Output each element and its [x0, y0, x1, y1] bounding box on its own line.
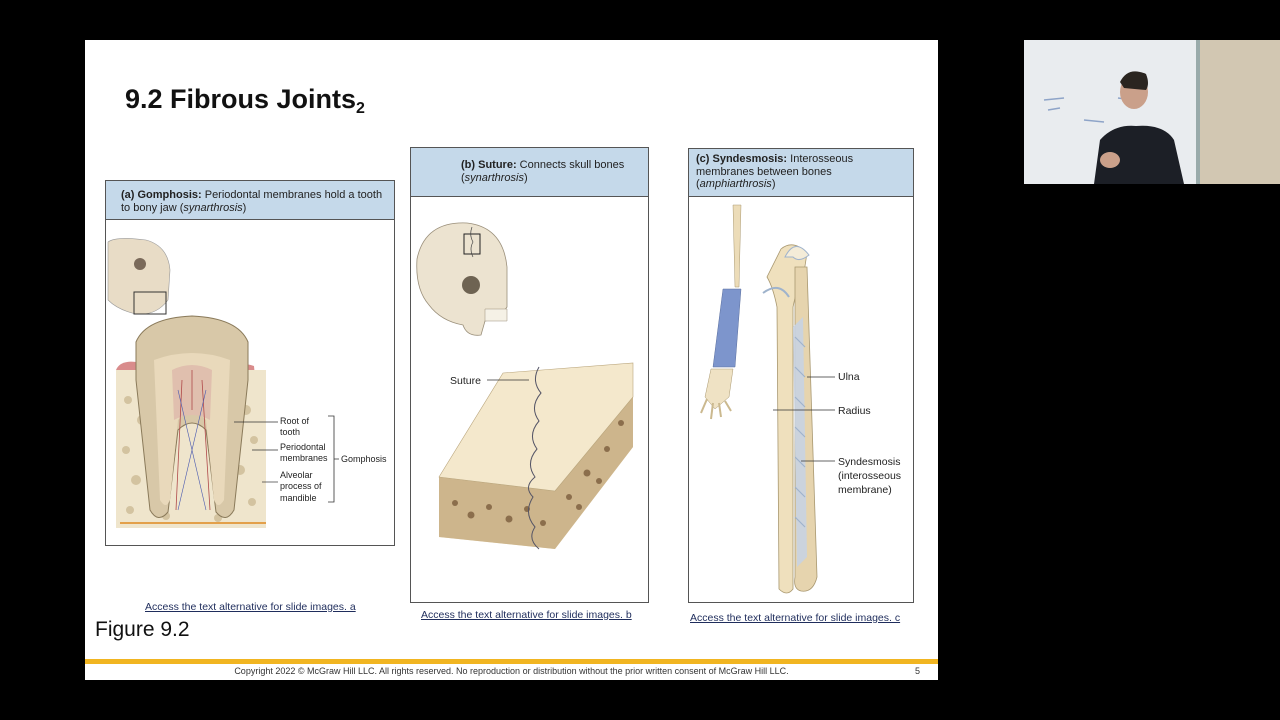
page-number: 5	[915, 666, 921, 676]
panel-gomphosis: (a) Gomphosis: Periodontal membranes hol…	[105, 180, 395, 546]
figure-label: Figure 9.2	[95, 618, 190, 641]
accent-bar	[85, 659, 938, 664]
label-periodontal-1: Periodontal	[280, 442, 326, 452]
label-ulna: Ulna	[838, 371, 860, 383]
webcam-video[interactable]	[1024, 40, 1280, 184]
webcam-frame	[1024, 40, 1280, 184]
label-syndesmosis-2: (interosseous	[838, 470, 901, 482]
caption-syndesmosis: (c) Syndesmosis: Interosseous membranes …	[689, 149, 913, 197]
label-root-of-tooth-2: tooth	[280, 427, 300, 437]
copyright-footer: Copyright 2022 © McGraw Hill LLC. All ri…	[234, 666, 789, 676]
label-radius: Radius	[838, 405, 871, 417]
text-alternative-link-a[interactable]: Access the text alternative for slide im…	[145, 601, 356, 613]
text-alternative-link-c[interactable]: Access the text alternative for slide im…	[690, 612, 901, 624]
text-alternative-link-b[interactable]: Access the text alternative for slide im…	[421, 609, 632, 621]
panel-suture: (b) Suture: Connects skull bones (synart…	[410, 147, 649, 603]
caption-gomphosis: (a) Gomphosis: Periodontal membranes hol…	[106, 181, 394, 220]
label-periodontal-2: membranes	[280, 453, 328, 463]
panel-syndesmosis: (c) Syndesmosis: Interosseous membranes …	[688, 148, 914, 603]
slide-title: 9.2 Fibrous Joints2	[125, 84, 365, 117]
tooth-illustration: Root of tooth Periodontal membranes Alve…	[107, 238, 387, 528]
label-syndesmosis-3: membrane)	[838, 484, 892, 496]
label-alveolar-1: Alveolar	[280, 470, 313, 480]
label-root-of-tooth-1: Root of	[280, 416, 310, 426]
label-alveolar-3: mandible	[280, 493, 317, 503]
label-gomphosis: Gomphosis	[341, 454, 387, 464]
slide: 9.2 Fibrous Joints2 (a) Gomphosis: Perio…	[85, 40, 938, 680]
skull-suture-illustration: Suture	[416, 222, 634, 550]
label-syndesmosis-1: Syndesmosis	[838, 456, 900, 468]
label-suture: Suture	[450, 375, 481, 387]
forearm-illustration: Ulna Radius Syndesmosis (interosseous me…	[700, 204, 901, 594]
caption-suture: (b) Suture: Connects skull bones (synart…	[411, 148, 648, 197]
label-alveolar-2: process of	[280, 481, 322, 491]
